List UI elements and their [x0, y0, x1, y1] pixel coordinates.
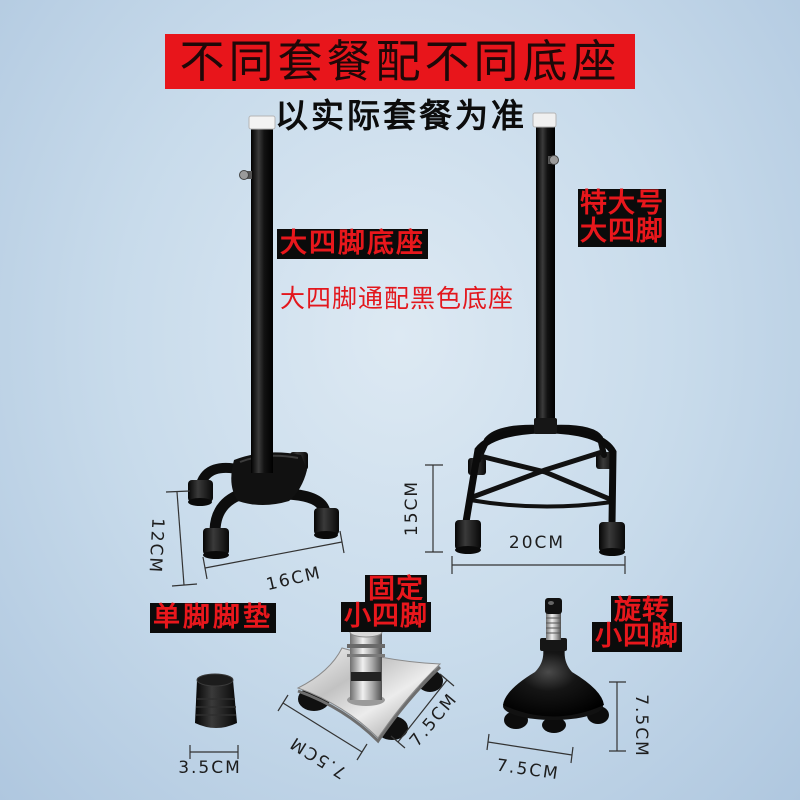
xl-quad-front-left-tip [455, 520, 481, 554]
package-notice-banner: 不同套餐配不同底座 [165, 34, 635, 89]
dim-rotating-small-height: 7.5CM [631, 694, 651, 758]
large-quad-front-left-tip [203, 528, 229, 559]
extra-large-quad-cane [455, 112, 625, 556]
dim-xl-width: 20CM [508, 533, 566, 553]
dim-large-quad-depth: 12CM [144, 517, 168, 575]
rotating-small-quad-base [503, 598, 609, 733]
dim-xl-height: 15CM [402, 479, 422, 537]
dim-line-fixed-depth [277, 694, 368, 761]
xl-quad-pole-cap [532, 112, 557, 128]
dim-line-single-tip [189, 745, 239, 759]
rotating-base-collar [540, 638, 567, 651]
xl-quad-adjust-button [548, 155, 559, 165]
xl-quad-front-right-tip [599, 522, 625, 556]
label-large-quad-base: 大四脚底座 [277, 229, 428, 259]
rotating-base-dome [503, 648, 604, 717]
label-large-quad-note: 大四脚通配黑色底座 [280, 284, 515, 313]
fixed-small-quad-base [296, 626, 443, 744]
large-quad-cane [188, 115, 339, 559]
label-single-tip: 单脚脚垫 [150, 603, 276, 633]
dim-single-tip-width: 3.5CM [178, 758, 242, 778]
dim-line-rotating-width [486, 733, 574, 764]
dim-line-xl-width [451, 556, 626, 574]
xl-quad-brace-b [479, 453, 613, 503]
label-extra-large-quad: 特大号 大四脚 [578, 189, 666, 247]
xl-quad-ring [469, 498, 613, 509]
label-extra-large-line1: 特大号 [580, 188, 664, 219]
package-notice-subtitle: 以实际套餐为准 [275, 96, 527, 135]
rotating-base-cap [545, 598, 562, 614]
large-quad-back-left-tip [188, 480, 213, 506]
dimension-lines [165, 464, 626, 764]
single-tip-body [195, 680, 237, 728]
label-rotating-small-line2: 小四脚 [592, 622, 682, 652]
xl-quad-front-right-leg [548, 426, 617, 528]
xl-quad-front-left-leg [462, 426, 544, 526]
single-tip-top [196, 673, 234, 687]
rotating-base-stem [546, 612, 561, 640]
rotating-base-foot [542, 717, 566, 733]
fixed-base-shaft-ring [347, 654, 385, 657]
large-quad-adjust-button [239, 170, 252, 180]
large-quad-base-plate [231, 452, 307, 505]
dim-line-fixed-width [390, 673, 455, 749]
single-rubber-tip [195, 673, 237, 728]
label-extra-large-line2: 大四脚 [580, 216, 664, 247]
label-fixed-small-line1: 固定 [365, 575, 427, 605]
fixed-base-shaft-ring [347, 644, 385, 648]
large-quad-pole [251, 128, 273, 473]
fixed-base-shaft-band [351, 672, 381, 681]
dim-line-rotating-height [609, 681, 626, 752]
xl-quad-collar [534, 418, 557, 434]
label-rotating-small-line1: 旋转 [611, 596, 673, 626]
dim-line-large-quad-depth [165, 490, 198, 587]
large-quad-front-right-tip [314, 508, 339, 539]
large-quad-pole-cap [248, 115, 276, 130]
dim-line-xl-height [425, 464, 443, 553]
label-fixed-small-line2: 小四脚 [341, 602, 431, 632]
rotating-cap-highlight [548, 601, 554, 605]
fixed-base-plate-edge [297, 665, 442, 744]
xl-quad-pole [536, 126, 555, 426]
dim-line-large-quad-width [202, 530, 345, 580]
fixed-base-shaft [350, 632, 382, 700]
